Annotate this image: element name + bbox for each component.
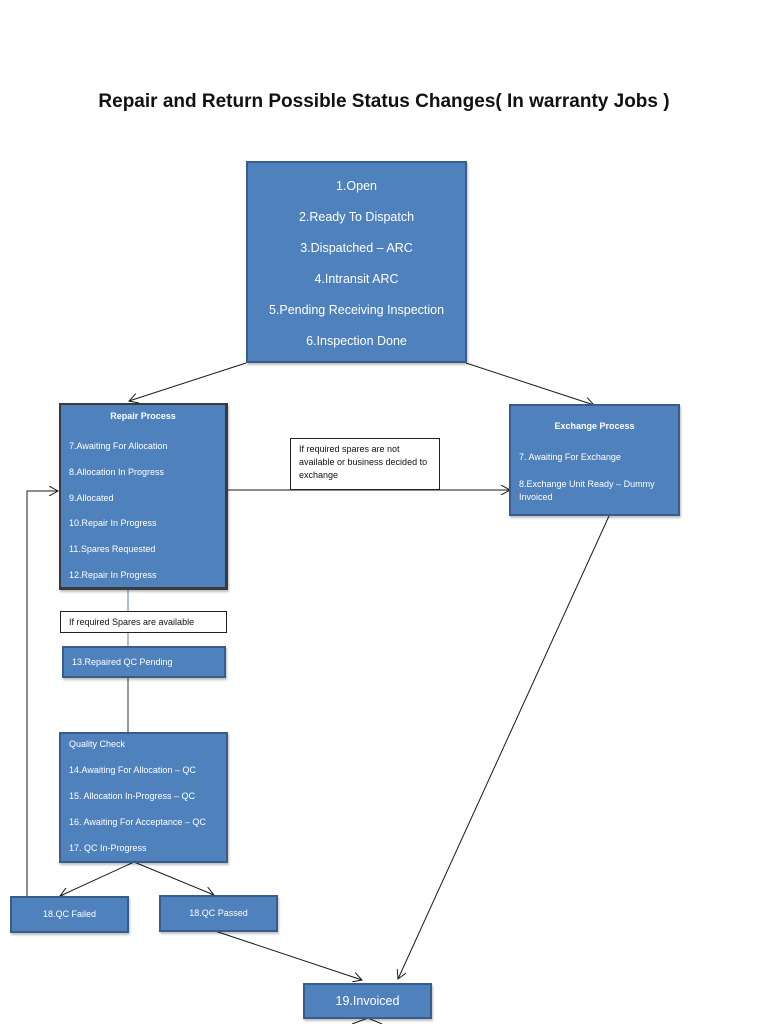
line-invoiced-out-left [351,1017,369,1024]
note-exchange-condition: If required spares are not available or … [290,438,440,490]
status-item: 7. Awaiting For Exchange [519,452,621,462]
note-exchange-condition-text: If required spares are not available or … [299,444,428,480]
status-item: 5.Pending Receiving Inspection [268,303,445,317]
status-item: 14.Awaiting For Allocation – QC [69,765,196,775]
arrow-quality-to-failed [60,861,135,896]
status-item: 15. Allocation In-Progress – QC [69,791,196,801]
status-item: 12.Repair In Progress [69,570,157,580]
status-item: 8.Exchange Unit Ready – Dummy Invoiced [519,479,655,502]
note-spares-available-text: If required Spares are available [69,617,195,627]
repair-process-heading: Repair Process [110,411,176,421]
exchange-process-box: Exchange Process 7. Awaiting For Exchang… [509,404,680,516]
status-item: 13.Repaired QC Pending [72,657,173,667]
status-item: 9.Allocated [69,493,114,503]
status-item: 11.Spares Requested [69,544,156,554]
arrow-passed-to-invoiced [214,930,362,980]
status-item: 19.Invoiced [335,994,400,1008]
status-item: 8.Allocation In Progress [69,467,165,477]
diagram-title: Repair and Return Possible Status Change… [98,91,670,112]
qc-failed-box: 18.QC Failed [10,896,129,933]
qc-passed-box: 18.QC Passed [159,895,278,932]
quality-check-heading: Quality Check [69,739,126,749]
repaired-qc-pending-box: 13.Repaired QC Pending [62,646,226,678]
arrow-open-to-exchange [465,362,594,405]
initial-status-box: 1.Open 2.Ready To Dispatch 3.Dispatched … [246,161,467,363]
status-item: 6.Inspection Done [306,334,407,348]
repair-process-box: Repair Process 7.Awaiting For Allocation… [59,403,228,590]
status-item: 4.Intransit ARC [314,272,399,286]
arrow-open-to-repair [129,362,247,401]
exchange-process-heading: Exchange Process [554,421,635,431]
invoiced-box: 19.Invoiced [303,983,432,1019]
arrow-quality-to-passed [133,861,214,895]
quality-check-box: Quality Check 14.Awaiting For Allocation… [59,732,228,863]
status-item: 16. Awaiting For Acceptance – QC [69,817,206,827]
status-item: 10.Repair In Progress [69,518,157,528]
status-item: 18.QC Failed [42,909,97,919]
status-item: 1.Open [335,179,377,193]
status-item: 3.Dispatched – ARC [300,241,413,255]
arrow-failed-back-to-repair [26,491,58,896]
arrow-exchange-to-invoiced [398,515,610,979]
note-spares-available: If required Spares are available [60,611,227,633]
status-item: 18.QC Passed [189,908,248,918]
status-item: 7.Awaiting For Allocation [69,441,168,451]
status-item: 2.Ready To Dispatch [298,210,415,224]
line-invoiced-out-right [367,1017,383,1024]
status-item: 17. QC In-Progress [69,843,147,853]
